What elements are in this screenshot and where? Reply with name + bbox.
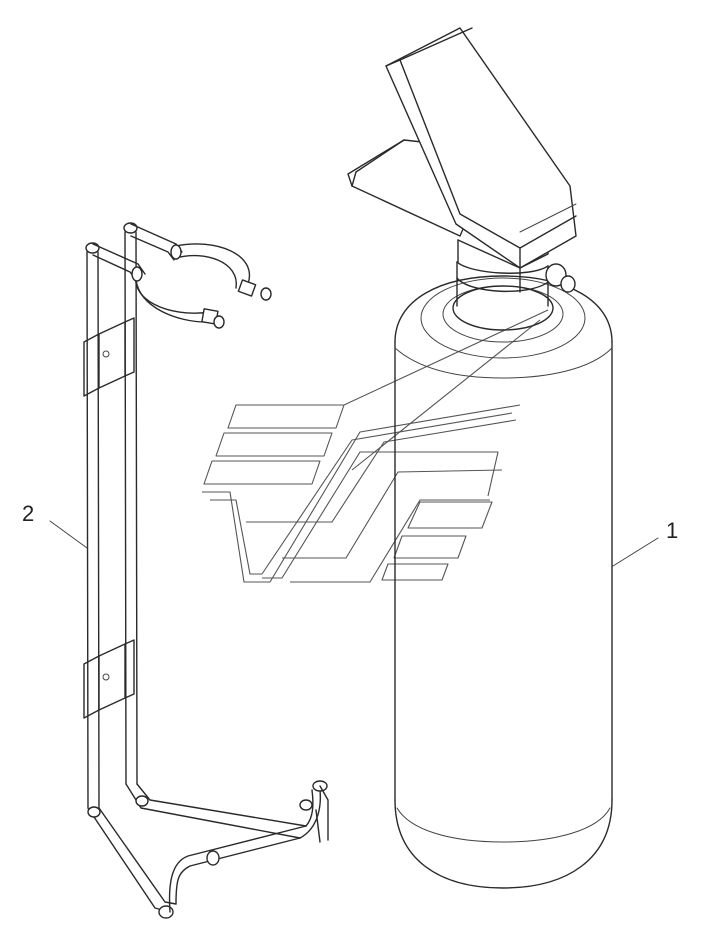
callout-label-1: 1 — [666, 518, 679, 543]
fire-extinguisher — [347, 27, 613, 889]
wall-bracket — [83, 222, 329, 919]
leader-line-1 — [612, 537, 659, 567]
leader-line-2 — [49, 520, 88, 549]
callout-label-2: 2 — [22, 501, 35, 526]
watermark-logo — [202, 309, 549, 583]
